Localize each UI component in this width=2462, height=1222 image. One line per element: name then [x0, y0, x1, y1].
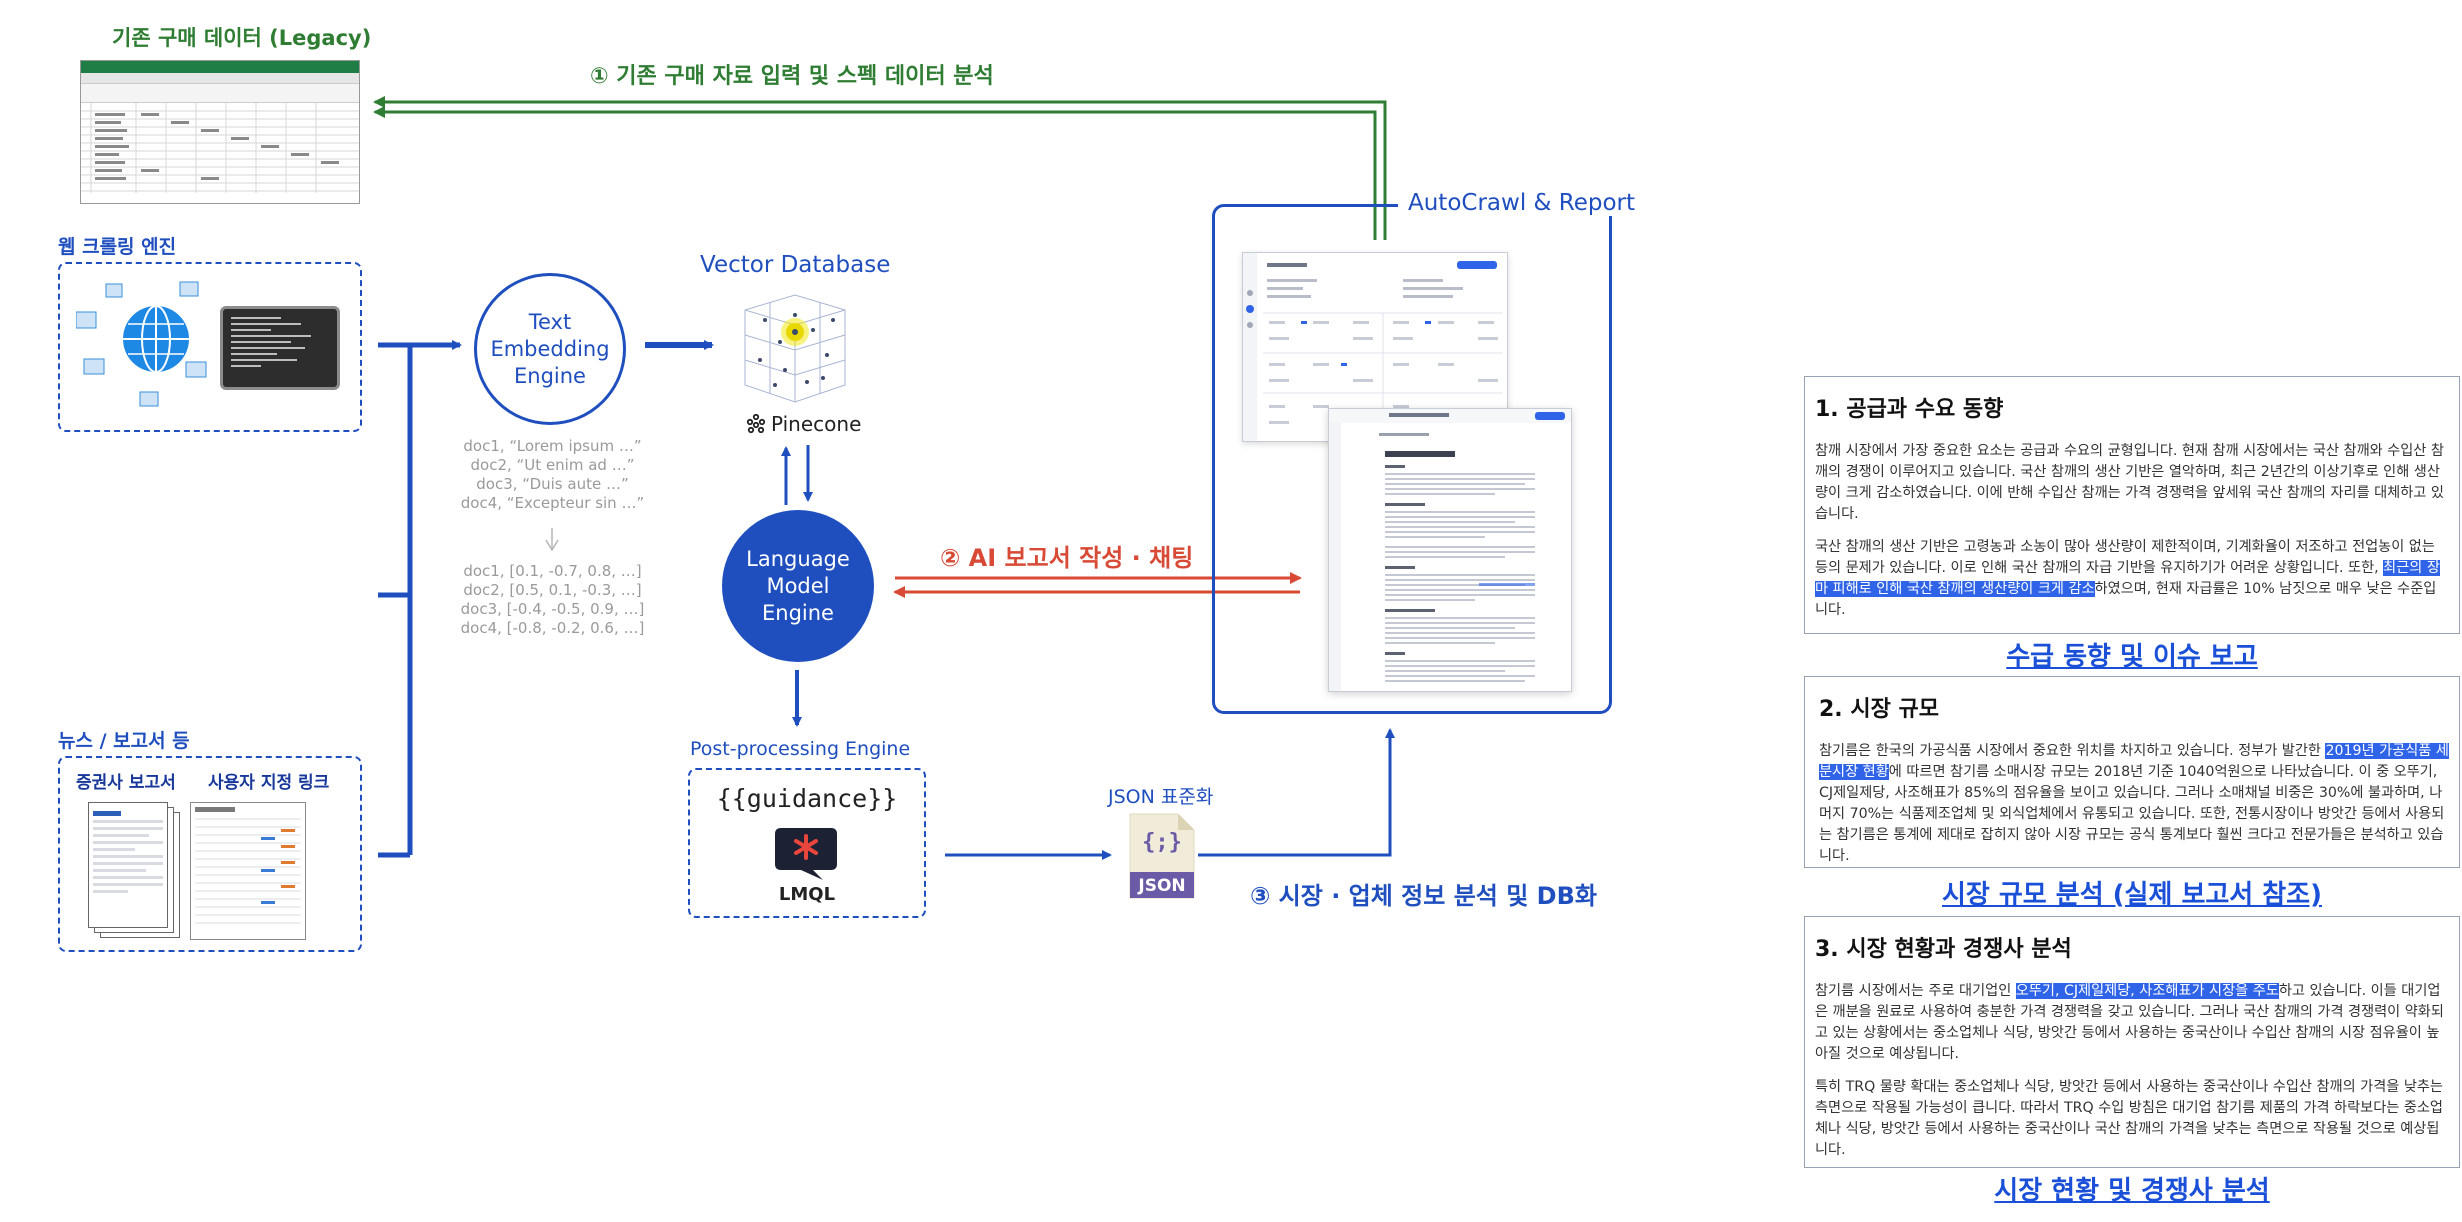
doc-list: doc1, “Lorem ipsum …” doc2, “Ut enim ad … — [450, 437, 655, 513]
vector-item: doc2, [0.5, 0.1, -0.3, …] — [463, 581, 642, 599]
file-shape-icon — [1129, 813, 1195, 899]
embedding-line-3: Engine — [514, 363, 586, 388]
report-paragraph: 국산 참깨의 생산 기반은 고령농과 소농이 많아 생산량이 제한적이며, 기계… — [1815, 537, 2449, 621]
legacy-spreadsheet — [80, 60, 360, 204]
json-title: JSON 표준화 — [1108, 786, 1214, 808]
report-screenshot — [1328, 408, 1572, 692]
report-paragraph: 참기름은 한국의 가공식품 시장에서 중요한 위치를 차지하고 있습니다. 정부… — [1819, 741, 2449, 867]
embedding-line-1: Text — [528, 309, 572, 334]
language-model-engine: Language Model Engine — [722, 510, 874, 662]
news-label: 뉴스 / 보고서 등 — [58, 730, 190, 752]
user-link-icon — [190, 802, 306, 940]
report-text: 하였으며, 현재 자급률은 10% 남짓으로 매우 낮은 수준입니다. — [1815, 581, 2437, 618]
report-panel-competition: 3. 시장 현황과 경쟁사 분석 참기름 시장에서는 주로 대기업인 오뚜기, … — [1804, 916, 2460, 1168]
doc-item: doc4, “Excepteur sin …” — [460, 494, 645, 512]
lmql-label: LMQL — [778, 884, 836, 905]
broker-report-label: 증권사 보고서 — [76, 773, 176, 793]
step1-arrow — [373, 96, 1387, 240]
json-icon-text: {;} — [1142, 830, 1182, 855]
text-embedding-engine: Text Embedding Engine — [474, 273, 626, 425]
report-paragraph: 특히 TRQ 물량 확대는 중소업체나 식당, 방앗간 등에서 사용하는 중국산… — [1815, 1079, 2443, 1158]
json-file-icon: {;} JSON — [1128, 812, 1196, 900]
legacy-title: 기존 구매 데이터 (Legacy) — [112, 26, 372, 50]
report-text: 국산 참깨의 생산 기반은 고령농과 소농이 많아 생산량이 제한적이며, 기계… — [1815, 539, 2435, 576]
lm-line-2: Model — [766, 573, 830, 598]
doc-item: doc1, “Lorem ipsum …” — [463, 437, 642, 455]
postprocess-box: {{guidance}} LMQL — [688, 768, 926, 918]
report-panel-supply: 1. 공급과 수요 동향 참깨 시장에서 가장 중요한 요소는 공급과 수요의 … — [1804, 376, 2460, 634]
report-panel-market-size: 2. 시장 규모 참기름은 한국의 가공식품 시장에서 중요한 위치를 차지하고… — [1804, 676, 2460, 868]
broker-report-icon — [88, 802, 180, 938]
doc-item: doc2, “Ut enim ad …” — [470, 456, 635, 474]
report-caption-supply[interactable]: 수급 동향 및 이슈 보고 — [2006, 642, 2258, 672]
guidance-label: {{guidance}} — [716, 784, 898, 813]
user-link-label: 사용자 지정 링크 — [208, 773, 330, 793]
report-paragraph: 참깨 시장에서 가장 중요한 요소는 공급과 수요의 균형입니다. 현재 참깨 … — [1815, 443, 2444, 522]
report-caption-competition[interactable]: 시장 현황 및 경쟁사 분석 — [1994, 1176, 2270, 1206]
report-text: 하고 있습니다. 이들 대기업은 깨분을 원료로 사용하여 충분한 가격 경쟁력… — [1815, 983, 2444, 1062]
vector-list: doc1, [0.1, -0.7, 0.8, …] doc2, [0.5, 0.… — [450, 562, 655, 638]
postprocess-title: Post-processing Engine — [690, 738, 911, 760]
vector-item: doc3, [-0.4, -0.5, 0.9, …] — [460, 600, 645, 618]
spreadsheet-grid — [81, 103, 359, 193]
vector-item: doc1, [0.1, -0.7, 0.8, …] — [463, 562, 642, 580]
globe-icon — [76, 281, 207, 407]
report-caption-market-size[interactable]: 시장 규모 분석 (실제 보고서 참조) — [1942, 880, 2322, 910]
report-paragraph: 참기름 시장에서는 주로 대기업인 오뚜기, CJ제일제당, 사조해표가 시장을… — [1815, 981, 2449, 1065]
report-heading: 2. 시장 규모 — [1819, 697, 1939, 722]
lmql-icon — [775, 828, 837, 880]
report-heading: 3. 시장 현황과 경쟁사 분석 — [1815, 937, 2072, 962]
arrow-json-to-autocrawl — [1198, 728, 1395, 857]
vector-item: doc4, [-0.8, -0.2, 0.6, …] — [460, 619, 645, 637]
pinecone-label: Pinecone — [771, 412, 862, 436]
terminal-icon — [220, 306, 340, 390]
step1-label: ① 기존 구매 자료 입력 및 스펙 데이터 분석 — [590, 64, 994, 89]
pinecone-logo: Pinecone — [745, 412, 861, 436]
lm-line-3: Engine — [762, 600, 834, 625]
input-bracket — [378, 342, 413, 858]
json-badge: JSON — [1138, 876, 1186, 896]
step3-label: ③ 시장 · 업체 정보 분석 및 DB화 — [1250, 882, 1597, 910]
doc-to-vector-arrow — [545, 528, 559, 552]
news-box: 증권사 보고서 사용자 지정 링크 — [58, 756, 362, 952]
report-text: 참기름 시장에서는 주로 대기업인 — [1815, 983, 2016, 999]
step2-label: ② AI 보고서 작성 · 채팅 — [940, 544, 1194, 572]
report-text: 참기름은 한국의 가공식품 시장에서 중요한 위치를 차지하고 있습니다. 정부… — [1819, 743, 2326, 759]
vector-db-title: Vector Database — [700, 252, 891, 278]
doc-item: doc3, “Duis aute …” — [476, 475, 629, 493]
embedding-line-2: Embedding — [490, 336, 610, 361]
lm-line-1: Language — [746, 546, 850, 571]
crawl-engine-label: 웹 크롤링 엔진 — [58, 236, 177, 258]
crawl-engine-box — [58, 262, 362, 432]
autocrawl-title: AutoCrawl & Report — [1398, 190, 1646, 216]
report-highlight: 오뚜기, CJ제일제당, 사조해표가 시장을 주도 — [2015, 983, 2279, 999]
report-text: 에 따르면 참기름 소매시장 규모는 2018년 기준 1040억원으로 나타났… — [1819, 764, 2445, 864]
report-heading: 1. 공급과 수요 동향 — [1815, 397, 2004, 422]
vector-db-icon — [744, 294, 846, 403]
pinecone-icon — [746, 413, 766, 434]
